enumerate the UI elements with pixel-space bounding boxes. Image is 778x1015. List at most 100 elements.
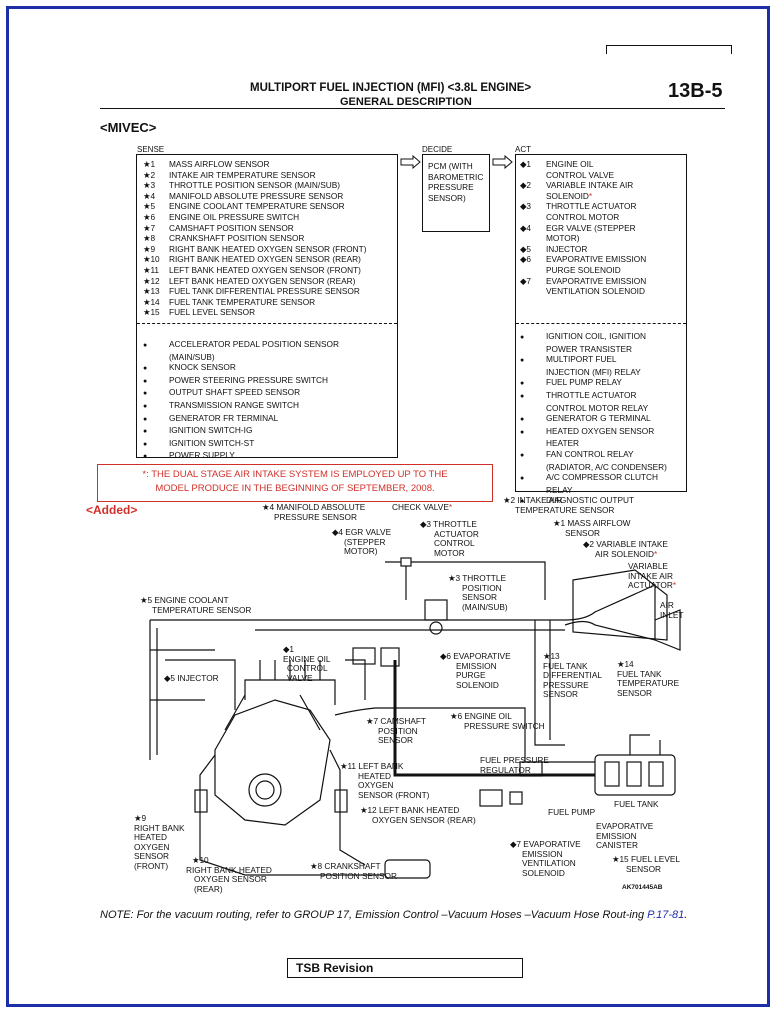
exhaust-left [199,754,385,876]
bullet-icon: ● [143,377,148,385]
engine-block [214,699,331,826]
vacuum-routing-link[interactable]: P.17-81 [647,909,685,921]
bullet-icon: ● [143,342,148,349]
sense-other-item: ●TRANSMISSION RANGE SWITCH [143,400,339,413]
decide-line: BAROMETRIC [428,171,484,182]
sense-item-mark: ★14 [143,296,160,307]
act-other-item: ●GENERATOR G TERMINAL [520,413,667,426]
sense-other-text: (MAIN/SUB) [169,351,215,362]
sense-other-item: ●GENERATOR FR TERMINAL [143,413,339,426]
sense-other-list: ● ACCELERATOR PEDAL POSITION SENSOR (MAIN/… [143,339,339,463]
act-heading: ACT [515,145,531,154]
sense-other-item: ●POWER SUPPLY [143,450,339,463]
act-other-text: INJECTION (MFI) RELAY [546,366,641,377]
figure-code: AK701445AB [622,884,663,891]
sense-item-text: RIGHT BANK HEATED OXYGEN SENSOR (REAR) [169,254,361,265]
decide-line: PRESSURE [428,182,474,193]
sense-item-mark: ★2 [143,169,156,180]
act-item-text: ENGINE OIL [546,159,594,169]
sense-item-text: FUEL TANK DIFFERENTIAL PRESSURE SENSOR [169,286,360,297]
header-title: MULTIPORT FUEL INJECTION (MFI) <3.8L ENG… [250,82,532,94]
act-item-text: THROTTLE ACTUATOR [546,201,637,212]
act-other-text: FAN CONTROL RELAY [546,448,634,459]
bullet-icon: ● [520,380,525,388]
decide-act-arrow-icon [492,155,513,169]
act-other-item: ●FAN CONTROL RELAY [520,449,667,462]
dual-stage-note: *: THE DUAL STAGE AIR INTAKE SYSTEM IS E… [97,464,493,502]
act-item-text: EVAPORATIVE EMISSION [546,254,647,265]
evap-canister [479,789,503,807]
air-cleaner [572,569,668,641]
sense-item-mark: ★11 [143,264,160,275]
sense-other-item: ●KNOCK SENSOR [143,362,339,375]
throttle-body [424,599,448,621]
added-label: <Added> [86,503,138,517]
sense-item-text: ENGINE OIL PRESSURE SWITCH [169,211,300,222]
act-item-mark: ◆1 [520,159,531,169]
header-tab [606,45,732,54]
vacuum-routing-note: NOTE: For the vacuum routing, refer to G… [100,909,688,921]
fuel-tank-label: FUEL TANK [614,799,659,809]
act-other-item: ●HEATED OXYGEN SENSOR [520,426,667,439]
bullet-icon: ● [143,402,148,410]
fuel-pressure-regulator [519,761,543,777]
act-other-item: ●IGNITION COIL, IGNITION [520,331,667,344]
act-item-text: INJECTOR [546,243,588,254]
bullet-icon: ● [143,453,148,461]
coolant-hose-loop [149,620,158,760]
sense-item: ★11 LEFT BANK HEATED OXYGEN SENSOR (FRONT… [143,265,366,276]
act-other-item: ●FUEL PUMP RELAY [520,377,667,390]
act-other-text: GENERATOR G TERMINAL [546,413,651,424]
sense-item-text: LEFT BANK HEATED OXYGEN SENSOR (REAR) [169,275,356,286]
sense-item-text: LEFT BANK HEATED OXYGEN SENSOR (FRONT) [169,264,361,275]
sense-item-mark: ★13 [143,286,160,297]
check-valve [400,557,412,567]
act-other-text: A/C COMPRESSOR CLUTCH [546,472,659,483]
sense-other-text: GENERATOR FR TERMINAL [169,412,279,423]
sense-other-text: ACCELERATOR PEDAL POSITION SENSOR [169,339,339,349]
egr-valve [352,647,376,665]
act-item: SOLENOID* [520,191,646,202]
bullet-icon: ● [520,357,525,365]
act-item: ◆6 EVAPORATIVE EMISSION [520,254,646,265]
sense-other-text: OUTPUT SHAFT SPEED SENSOR [169,387,301,398]
sense-item-mark: ★9 [143,243,156,254]
sense-item-mark: ★4 [143,190,156,201]
act-item-text: EGR VALVE (STEPPER [546,222,636,233]
act-item-mark: ◆4 [520,222,531,233]
act-item: ◆4 EGR VALVE (STEPPER [520,223,646,234]
act-item: MOTOR) [520,233,646,244]
sense-item-text: CRANKSHAFT POSITION SENSOR [169,233,305,244]
check-valve-label: CHECK VALVE* [392,502,453,512]
sense-other-item: ●IGNITION SWITCH-IG [143,425,339,438]
act-item: ◆1 ENGINE OIL [520,159,646,170]
act-item-text: CONTROL MOTOR [546,211,620,222]
act-item-mark: ◆6 [520,254,531,265]
act-other-item: ●THROTTLE ACTUATOR [520,390,667,403]
sense-divider [137,323,397,324]
bullet-icon: ● [520,475,525,483]
act-item-mark: ◆2 [520,180,531,191]
bullet-icon: ● [143,428,148,436]
bullet-icon: ● [520,334,525,341]
sense-item-mark: ★7 [143,222,156,233]
